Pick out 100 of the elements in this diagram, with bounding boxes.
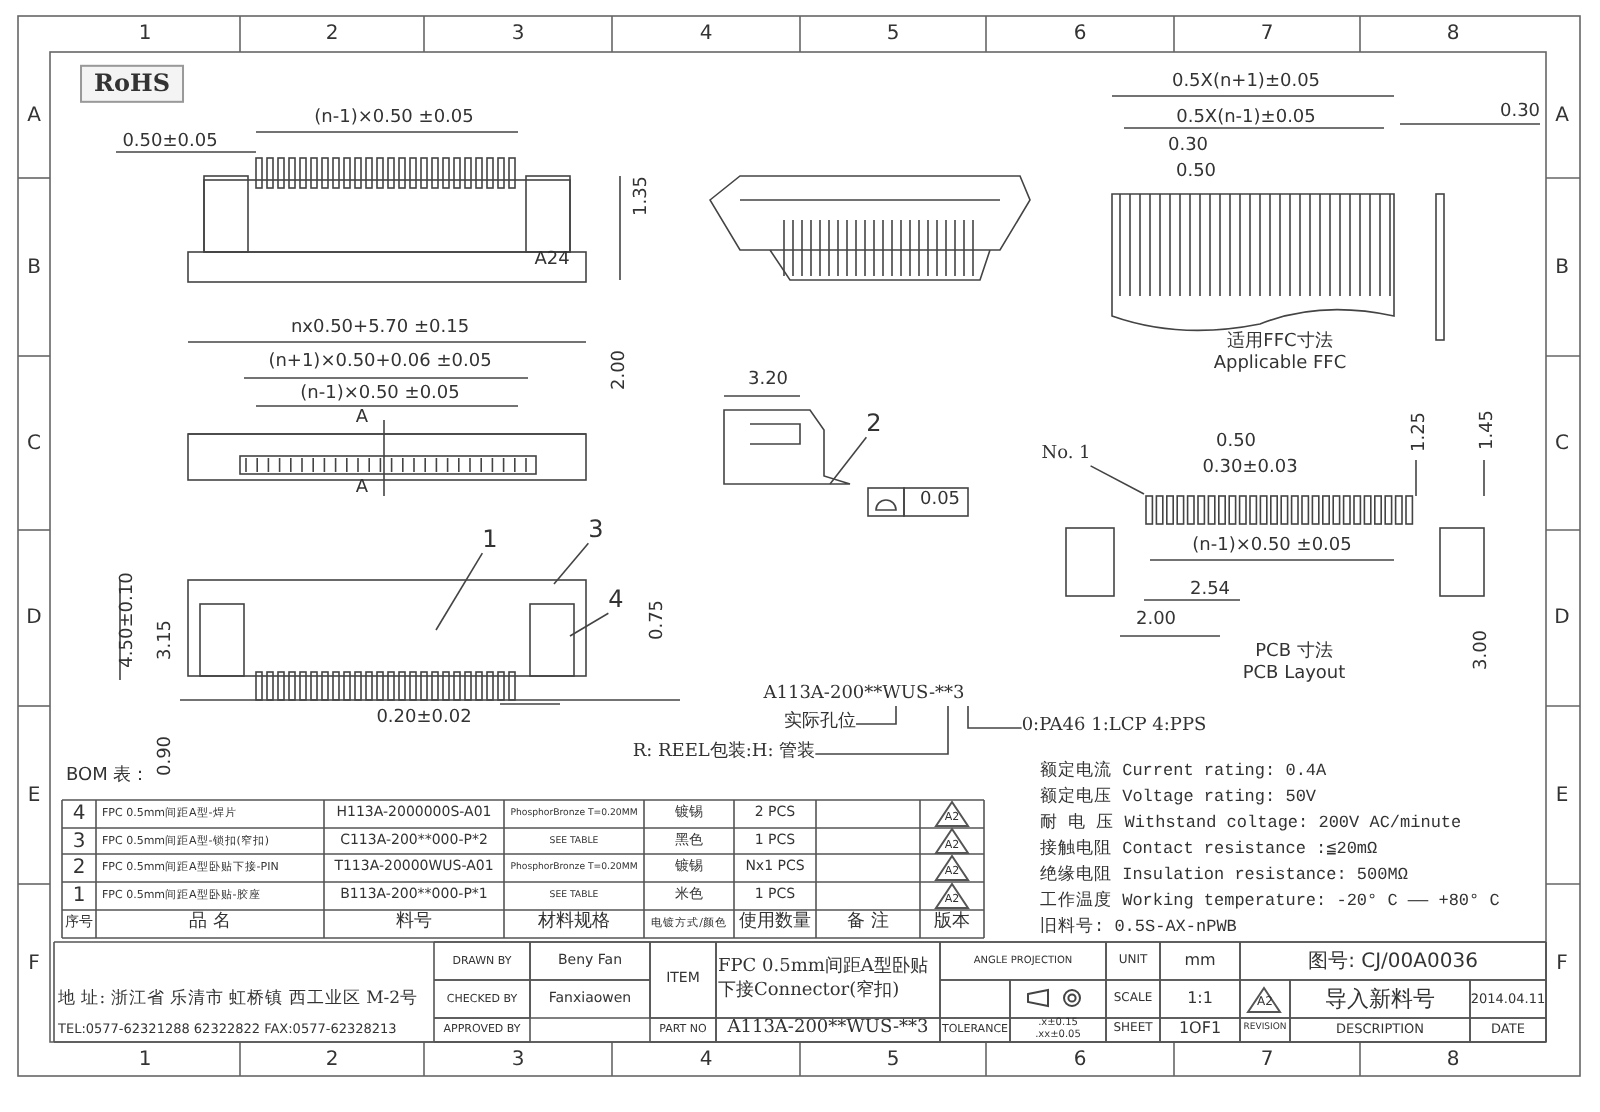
dimension-label: 0.75	[650, 599, 670, 641]
grid-reference: 1	[138, 23, 152, 45]
grid-reference: D	[1554, 607, 1570, 629]
dimension-label: 1.25	[1412, 411, 1432, 453]
leader-line	[569, 612, 610, 637]
grid-reference: 2	[325, 23, 339, 45]
part-number-code: A113A-200**WUS-**3	[763, 686, 965, 706]
dimension-label: (n-1)×0.50 ±0.05	[314, 110, 474, 130]
grid-reference: A	[27, 104, 41, 126]
grid-reference: B	[1555, 256, 1569, 278]
grid-reference: 8	[1446, 1049, 1460, 1071]
dimension-label: 0.50	[1175, 164, 1217, 184]
dimension-label: (n-1)×0.50 ±0.05	[300, 386, 460, 406]
spec-text: 额定电流 Current rating: 0.4A	[1040, 762, 1327, 782]
dimension-label: PCB 寸法	[1255, 644, 1333, 664]
dimension-label: 0.30	[1167, 138, 1209, 158]
leader-line	[855, 705, 897, 725]
dimension-label: (n-1)×0.50 ±0.05	[1192, 538, 1352, 558]
table-text: 2	[72, 857, 86, 879]
grid-reference: 3	[511, 1049, 525, 1071]
grid-reference: D	[26, 607, 42, 629]
leader-line	[435, 552, 484, 631]
spec-text: 额定电压 Voltage rating: 50V	[1040, 788, 1317, 808]
grid-reference: 6	[1073, 1049, 1087, 1071]
spec-text: 接触电阻 Contact resistance :≦20mΩ	[1040, 840, 1378, 860]
callout-number: 4	[608, 586, 624, 614]
table-title: BOM 表：	[66, 768, 150, 788]
grid-reference: 4	[699, 23, 713, 45]
dimension-label: A	[355, 410, 369, 430]
grid-reference: 6	[1073, 23, 1087, 45]
callout-number: 1	[482, 526, 498, 554]
rohs-mark: RoHS	[80, 64, 184, 104]
table-header-text: 材料规格	[538, 914, 610, 934]
drawing-title: FPC 0.5mm间距A型卧贴下接Connector(窄扣)	[718, 956, 930, 1004]
dimension-label: 0.50	[1215, 434, 1257, 454]
spec-text: 旧料号: 0.5S-AX-nPWB	[1040, 918, 1237, 938]
callout-number: 3	[588, 516, 604, 544]
spec-text: 工作温度 Working temperature: -20° C —— +80° C	[1040, 892, 1500, 912]
grid-reference: 3	[511, 23, 525, 45]
table-header-text: 备 注	[847, 914, 889, 934]
grid-reference: 7	[1260, 1049, 1274, 1071]
dimension-label: 0.50±0.05	[122, 134, 218, 154]
grid-reference: 2	[325, 1049, 339, 1071]
dimension-label: 0.30	[1499, 104, 1541, 124]
code-note: 0:PA46 1:LCP 4:PPS	[1021, 718, 1207, 738]
dimension-label: 0.05	[919, 492, 961, 512]
dimension-label: 3.20	[747, 372, 789, 392]
code-note: 实际孔位	[784, 714, 856, 734]
dimension-label: 0.30±0.03	[1202, 460, 1298, 480]
field-value: 1OF1	[1178, 1021, 1222, 1039]
leader-line	[1089, 465, 1145, 495]
table-text: 1	[72, 885, 86, 907]
table-header-text: 版本	[934, 914, 970, 934]
table-text: 4	[72, 803, 86, 825]
dimension-label: 3.00	[1474, 629, 1494, 671]
grid-reference: 5	[886, 23, 900, 45]
grid-reference: B	[27, 256, 41, 278]
leader-line	[829, 436, 868, 485]
drawing-number: 图号: CJ/00A0036	[1308, 950, 1478, 972]
dimension-label: PCB Layout	[1242, 666, 1346, 686]
dimension-label: 2.00	[612, 349, 632, 391]
leader-line	[967, 705, 1023, 729]
dimension-label: A24	[534, 252, 570, 272]
grid-reference: E	[27, 784, 41, 806]
field-value: mm	[1184, 952, 1216, 970]
part-number-text: A113A-200**WUS-**3	[727, 1020, 929, 1040]
address-text: 地 址: 浙江省 乐清市 虹桥镇 西工业区 M-2号	[58, 989, 419, 1009]
table-header-text: 品 名	[189, 914, 231, 934]
code-note: R: REEL包装:H: 管装	[632, 744, 816, 764]
grid-reference: A	[1555, 104, 1569, 126]
dimension-label: Applicable FFC	[1213, 356, 1347, 376]
spec-text: 耐 电 压 Withstand coltage: 200V AC/minute	[1040, 814, 1462, 834]
revision-description: 导入新料号	[1325, 986, 1435, 1012]
spec-text: 绝缘电阻 Insulation resistance: 500MΩ	[1040, 866, 1408, 886]
dimension-label: 3.15	[158, 619, 178, 661]
dimension-label: 适用FFC寸法	[1227, 334, 1333, 354]
grid-reference: C	[27, 432, 41, 454]
dimension-label: 2.54	[1189, 582, 1231, 602]
leader-line	[553, 542, 590, 585]
grid-reference: C	[1555, 432, 1569, 454]
dimension-label: A	[355, 480, 369, 500]
grid-reference: 7	[1260, 23, 1274, 45]
table-header-text: 料号	[396, 914, 432, 934]
field-value: 1:1	[1187, 990, 1213, 1008]
grid-reference: 8	[1446, 23, 1460, 45]
dimension-label: 0.5X(n-1)±0.05	[1176, 110, 1316, 130]
dimension-label: 4.50±0.10	[120, 572, 140, 668]
dimension-label: nx0.50+5.70 ±0.15	[290, 320, 470, 340]
dimension-label: 2.00	[1135, 612, 1177, 632]
dimension-label: 0.5X(n+1)±0.05	[1171, 74, 1321, 94]
table-text: 3	[72, 830, 86, 852]
dimension-label: 0.90	[158, 735, 178, 777]
grid-reference: F	[28, 952, 40, 974]
grid-reference: 5	[886, 1049, 900, 1071]
pin-label: No. 1	[1041, 446, 1091, 466]
grid-reference: 1	[138, 1049, 152, 1071]
table-header-text: 使用数量	[739, 914, 811, 934]
grid-reference: E	[1555, 784, 1569, 806]
dimension-label: 1.45	[1480, 409, 1500, 451]
grid-reference: 4	[699, 1049, 713, 1071]
